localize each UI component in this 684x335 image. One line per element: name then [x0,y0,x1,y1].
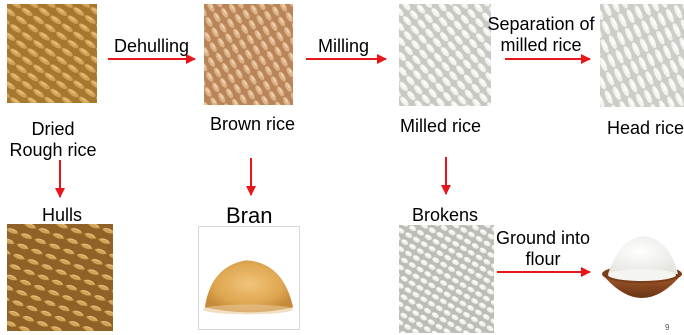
hulls-label: Hulls [42,205,82,226]
rough-rice-line2: Rough rice [0,140,106,161]
brown-rice-label: Brown rice [210,114,295,135]
head-rice-label: Head rice [607,118,684,139]
brown-rice-photo [204,4,293,105]
step-ground-label: Ground into flour [494,228,592,270]
step-ground-line2: flour [494,249,592,270]
step-milling-label: Milling [318,36,369,57]
rough-rice-label: Dried Rough rice [0,119,106,161]
head-rice-photo [600,4,684,107]
hulls-photo [7,224,113,331]
step-dehulling-label: Dehulling [114,36,189,57]
rough-rice-line1: Dried [0,119,106,140]
milled-rice-photo [399,4,491,106]
brokens-photo [399,225,494,333]
step-separation-line1: Separation of [486,14,596,35]
rough-rice-photo [7,4,97,103]
milled-rice-label: Milled rice [400,116,481,137]
brokens-label: Brokens [412,205,478,226]
bran-label: Bran [226,203,272,228]
step-ground-line1: Ground into [494,228,592,249]
step-separation-line2: milled rice [486,35,596,56]
flour-bowl-photo [600,212,684,319]
step-separation-label: Separation of milled rice [486,14,596,56]
page-number: 9 [665,323,669,332]
bran-photo [198,226,300,330]
